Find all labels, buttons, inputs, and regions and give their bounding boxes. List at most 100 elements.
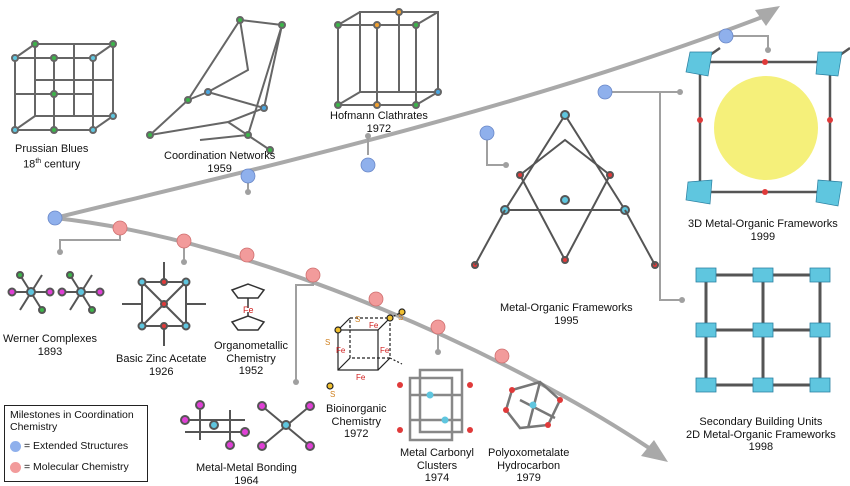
label-prussian-title: Prussian Blues <box>15 143 89 155</box>
connector-dot-mof <box>503 162 509 168</box>
label-3d-mof: 3D Metal-Organic Frameworks 1999 <box>688 218 838 243</box>
3d-mof-structure <box>685 46 850 207</box>
extended-arrow-head <box>755 6 780 26</box>
cluster-fe-label-1: Fe <box>336 346 346 355</box>
cluster-fe-label-2: Fe <box>369 321 379 330</box>
coordination-network-structure <box>146 16 286 154</box>
connector-dot-sbu <box>679 297 685 303</box>
label-3d-mof-year: 1999 <box>750 230 776 243</box>
label-mof: Metal-Organic Frameworks 1995 <box>500 302 633 327</box>
milestone-dot-polyoxo <box>494 348 510 364</box>
connector-sbu <box>605 91 680 301</box>
werner-complexes-structure <box>7 271 105 314</box>
label-organometallic-title: Organometallic <box>214 340 288 352</box>
label-bioinorganic-year: 1972 <box>344 428 369 440</box>
ferrocene-fe-label: Fe <box>243 305 254 315</box>
label-bioinorganic-title: Bioinorganic <box>326 403 387 415</box>
legend-row-extended: = Extended Structures <box>10 440 128 452</box>
label-hofmann-year: 1972 <box>366 122 392 135</box>
legend-extended-label: = Extended Structures <box>24 440 129 452</box>
cluster-s-label-4: S <box>330 390 335 399</box>
sbu-2d-grid-structure <box>695 267 831 393</box>
label-carbonyl-year: 1974 <box>424 472 450 484</box>
label-polyoxo-sub: Hydrocarbon <box>497 459 561 472</box>
label-bioinorganic-sub: Chemistry <box>331 415 382 428</box>
cluster-s-label-1: S <box>325 338 330 347</box>
label-mof-year: 1995 <box>554 314 579 327</box>
metal-carbonyl-structure <box>397 368 473 442</box>
label-polyoxo-title: Polyoxometalate <box>488 447 570 459</box>
milestone-dot-latest <box>718 28 734 44</box>
basic-zinc-acetate-structure <box>122 262 206 346</box>
connector-dot-hofmann <box>365 133 371 139</box>
label-sbu-subtitle: 2D Metal-Organic Frameworks <box>686 428 836 441</box>
label-zinc-year: 1926 <box>149 365 174 378</box>
label-metal-metal-year: 1964 <box>234 474 259 486</box>
milestone-dot-hofmann <box>360 157 376 173</box>
metal-metal-bonding-structure <box>180 400 315 451</box>
legend-extended-dot <box>10 440 21 452</box>
label-metal-metal-title: Metal-Metal Bonding <box>196 462 297 474</box>
connector-dot-carbonyl <box>435 349 441 355</box>
connector-dot-werner <box>57 249 63 255</box>
label-zinc-title: Basic Zinc Acetate <box>116 353 207 365</box>
label-metal-metal: Metal-Metal Bonding 1964 <box>196 462 297 486</box>
label-carbonyl-sub: Clusters <box>416 459 458 472</box>
label-werner: Werner Complexes 1893 <box>3 333 97 358</box>
label-sbu-year: 1998 <box>748 441 774 453</box>
label-prussian-era: 18th century <box>15 156 88 171</box>
cluster-s-label-3: S <box>355 315 360 324</box>
legend-title-line2: Chemistry <box>10 421 58 433</box>
mof-structure <box>471 110 659 269</box>
label-polyoxo-year: 1979 <box>516 472 541 484</box>
ferrocene-structure <box>230 283 266 331</box>
connector-dot-3dmof <box>677 89 683 95</box>
label-sbu-title: Secondary Building Units <box>699 416 823 428</box>
molecular-arrow-head <box>641 440 668 462</box>
extended-timeline-arrow <box>54 14 766 220</box>
legend-title: Milestones in Coordination Chemistry <box>10 409 134 433</box>
legend-molecular-label: = Molecular Chemistry <box>24 461 129 473</box>
cluster-fe-label-4: Fe <box>380 346 390 355</box>
milestone-dot-zinc <box>176 233 192 249</box>
label-metal-carbonyl: Metal Carbonyl Clusters 1974 <box>400 447 474 485</box>
label-polyoxometalate: Polyoxometalate Hydrocarbon 1979 <box>488 447 569 485</box>
milestone-dot-origin <box>47 210 63 226</box>
milestone-dot-mof <box>479 125 495 141</box>
label-carbonyl-title: Metal Carbonyl <box>400 447 474 459</box>
label-sbu: Secondary Building Units 2D Metal-Organi… <box>686 416 836 454</box>
cluster-s-label-2: S <box>398 313 403 322</box>
label-bioinorganic: Bioinorganic Chemistry 1972 <box>326 403 387 441</box>
polyoxometalate-structure <box>503 380 563 430</box>
milestone-dot-3dmof <box>597 84 613 100</box>
label-prussian-blues: Prussian Blues 18th century <box>15 143 88 171</box>
prussian-blue-structure <box>11 40 117 134</box>
legend-box: Milestones in Coordination Chemistry = E… <box>4 405 148 482</box>
connector-dot-top <box>765 47 771 53</box>
label-werner-title: Werner Complexes <box>3 333 97 345</box>
milestone-dot-carbonyl <box>430 319 446 335</box>
legend-title-line1: Milestones in Coordination <box>10 409 134 421</box>
label-werner-year: 1893 <box>37 345 63 358</box>
label-coordination-title: Coordination Networks <box>164 150 276 162</box>
label-prussian-num: 18 <box>23 158 36 171</box>
label-prussian-sup: th <box>35 157 42 165</box>
label-prussian-rest: century <box>41 158 81 171</box>
label-organometallic: Organometallic Chemistry 1952 <box>214 340 288 378</box>
label-mof-title: Metal-Organic Frameworks <box>500 302 633 314</box>
connector-top <box>726 35 769 48</box>
fe-s-cluster-structure <box>326 308 406 390</box>
connector-dot-metalmetal <box>293 379 299 385</box>
label-hofmann-clathrates: Hofmann Clathrates 1972 <box>330 110 428 135</box>
connector-metalmetal <box>295 275 314 380</box>
connector-dot-coord <box>245 189 251 195</box>
label-coordination-networks: Coordination Networks 1959 <box>164 150 275 175</box>
hofmann-clathrate-structure <box>334 8 442 109</box>
milestone-dot-metalmetal <box>305 267 321 283</box>
cluster-fe-label-3: Fe <box>356 373 366 382</box>
connector-mof <box>486 135 505 166</box>
label-organometallic-year: 1952 <box>238 365 264 377</box>
milestone-dot-werner <box>112 220 128 236</box>
